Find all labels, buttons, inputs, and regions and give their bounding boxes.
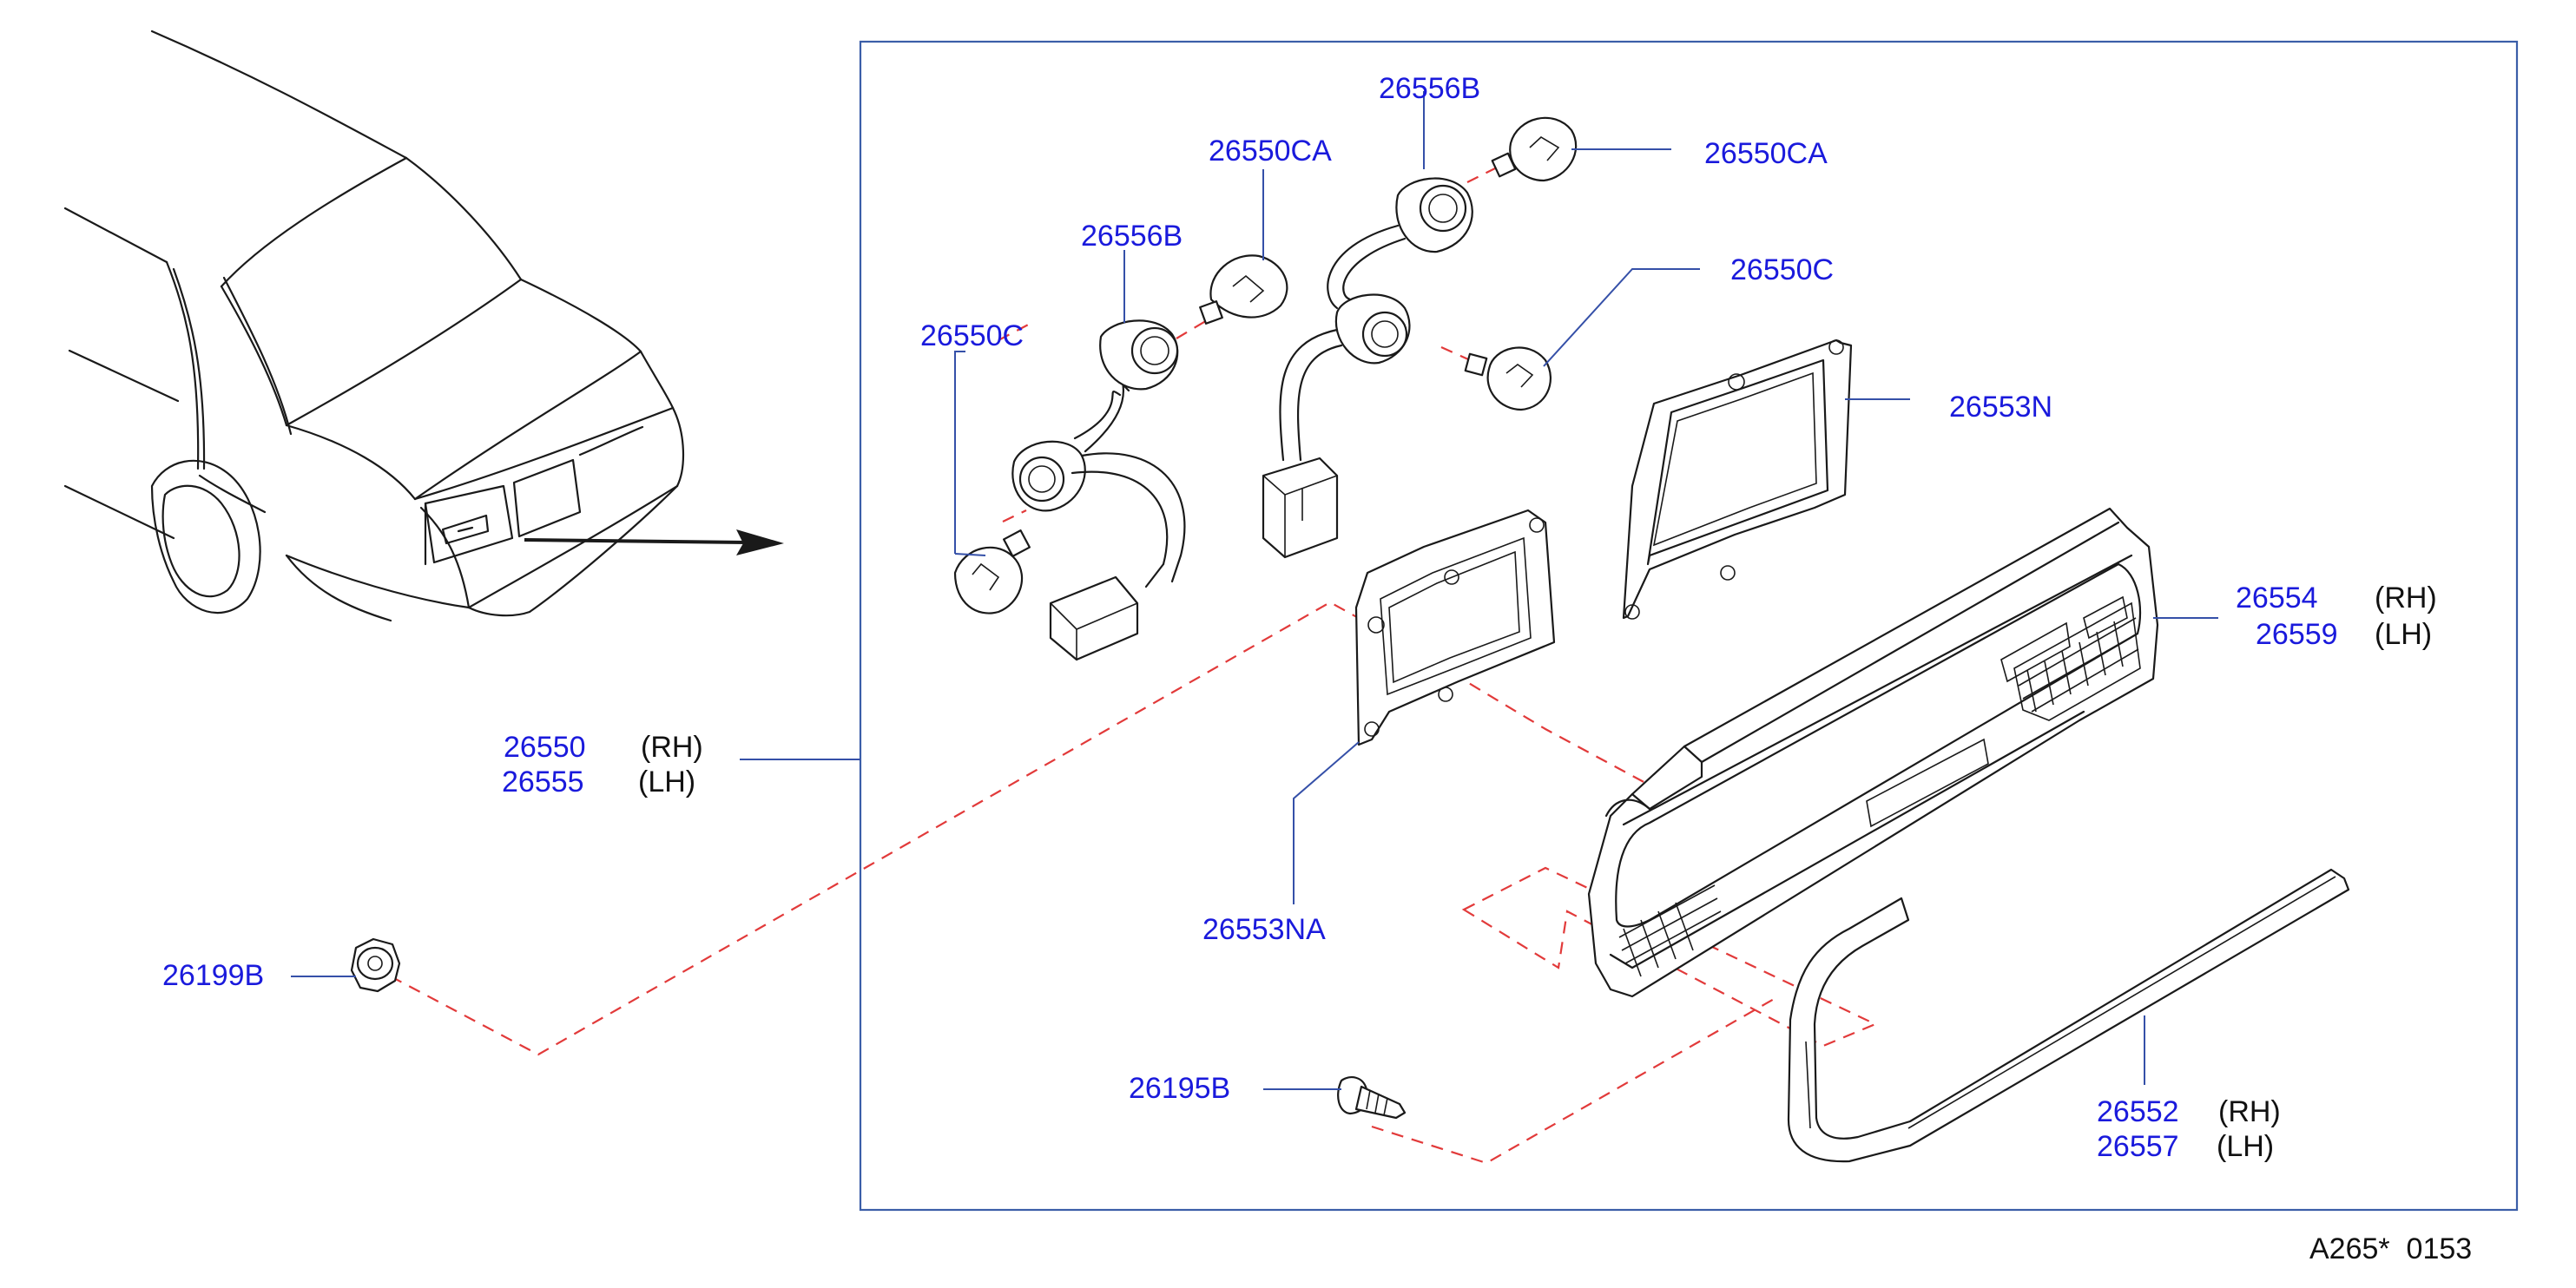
label-26195B: 26195B	[1129, 1072, 1230, 1105]
label-26550CA-right: 26550CA	[1704, 137, 1828, 170]
label-26557: 26557	[2097, 1130, 2179, 1163]
grommet-26199B	[350, 937, 401, 993]
label-26555-side: (LH)	[638, 766, 695, 798]
label-26550-side: (RH)	[641, 731, 703, 764]
connector-left	[1049, 575, 1139, 661]
label-26550C-left: 26550C	[920, 319, 1024, 352]
bulb-26550CA-right	[1491, 116, 1578, 182]
gasket-26553NA	[1354, 509, 1556, 746]
label-26550CA-top: 26550CA	[1209, 135, 1332, 168]
left-harness-assembly	[953, 254, 1288, 661]
screw-26195B	[1337, 1076, 1407, 1120]
label-26553N: 26553N	[1949, 391, 2052, 424]
label-26556B-left: 26556B	[1081, 220, 1183, 253]
car-rear-illustration	[63, 30, 684, 622]
socket-lower-right	[1334, 293, 1411, 365]
direction-arrow	[524, 529, 784, 555]
label-26199B: 26199B	[162, 959, 264, 992]
lamp-finisher	[1787, 868, 2350, 1163]
assembly-dashed-lines	[390, 164, 1878, 1165]
label-26550C-right: 26550C	[1730, 253, 1834, 286]
label-26550: 26550	[504, 731, 586, 764]
label-26554-side: (RH)	[2375, 582, 2437, 614]
socket-upper-left	[1099, 319, 1179, 391]
label-26559: 26559	[2256, 618, 2338, 651]
right-harness-assembly	[1262, 116, 1578, 559]
connector-right	[1262, 457, 1339, 559]
socket-lower-left	[1011, 440, 1086, 512]
assembly-frame	[859, 40, 2519, 1212]
label-26552: 26552	[2097, 1095, 2179, 1128]
label-26557-side: (LH)	[2217, 1130, 2274, 1163]
diagram-code: A265* 0153	[2309, 1232, 2472, 1265]
label-26554: 26554	[2236, 582, 2318, 614]
bulb-26550C-left	[953, 529, 1031, 614]
label-26555: 26555	[502, 766, 584, 798]
bulb-26550CA-left	[1199, 254, 1288, 325]
label-26559-side: (LH)	[2375, 618, 2432, 651]
bulb-26550C-right	[1464, 346, 1552, 411]
label-26556B-top: 26556B	[1379, 72, 1480, 105]
leader-lines	[954, 91, 2218, 1085]
label-26553NA: 26553NA	[1202, 913, 1326, 946]
socket-upper-right	[1395, 177, 1473, 253]
rear-combination-lamp	[1587, 507, 2159, 998]
gasket-26553N	[1622, 338, 1853, 620]
label-26552-side: (RH)	[2218, 1095, 2281, 1128]
